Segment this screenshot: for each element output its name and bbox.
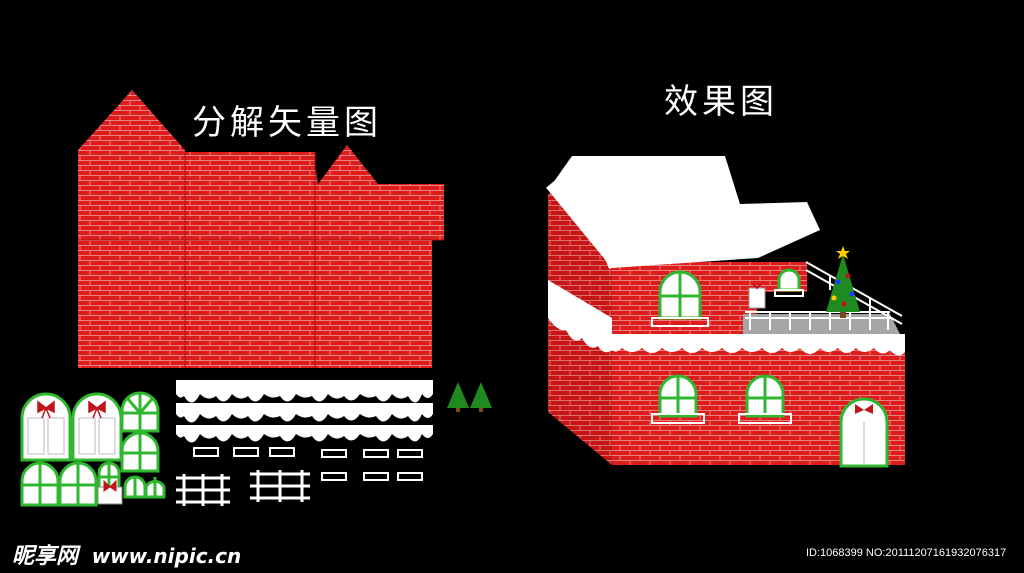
exploded-wall-pieces [78, 90, 444, 368]
preview-title: 效果图 [664, 82, 778, 122]
watermark-brand: 昵享网 www.nipic.cn [12, 538, 241, 570]
ribbon-bow-icon [103, 479, 117, 492]
ribbon-bow-icon [88, 400, 106, 419]
window-pieces [20, 391, 166, 507]
snow-strips [176, 380, 433, 443]
christmas-tree-icon [826, 246, 860, 318]
watermark-brand-name: 昵享网 [12, 544, 79, 569]
star-icon [836, 246, 850, 259]
christmas-tree-icon [447, 382, 492, 412]
railing-pieces [176, 470, 310, 506]
door-pieces [20, 392, 123, 462]
watermark-site: www.nipic.cn [91, 544, 242, 568]
exploded-view-title: 分解矢量图 [192, 103, 382, 143]
ribbon-bow-icon [37, 400, 55, 419]
ribbon-bow-icon [855, 404, 873, 414]
house-preview [546, 156, 905, 468]
sill-pieces [193, 447, 423, 481]
watermark-id: ID:1068399 NO:20111207161932076317 [806, 547, 1007, 559]
